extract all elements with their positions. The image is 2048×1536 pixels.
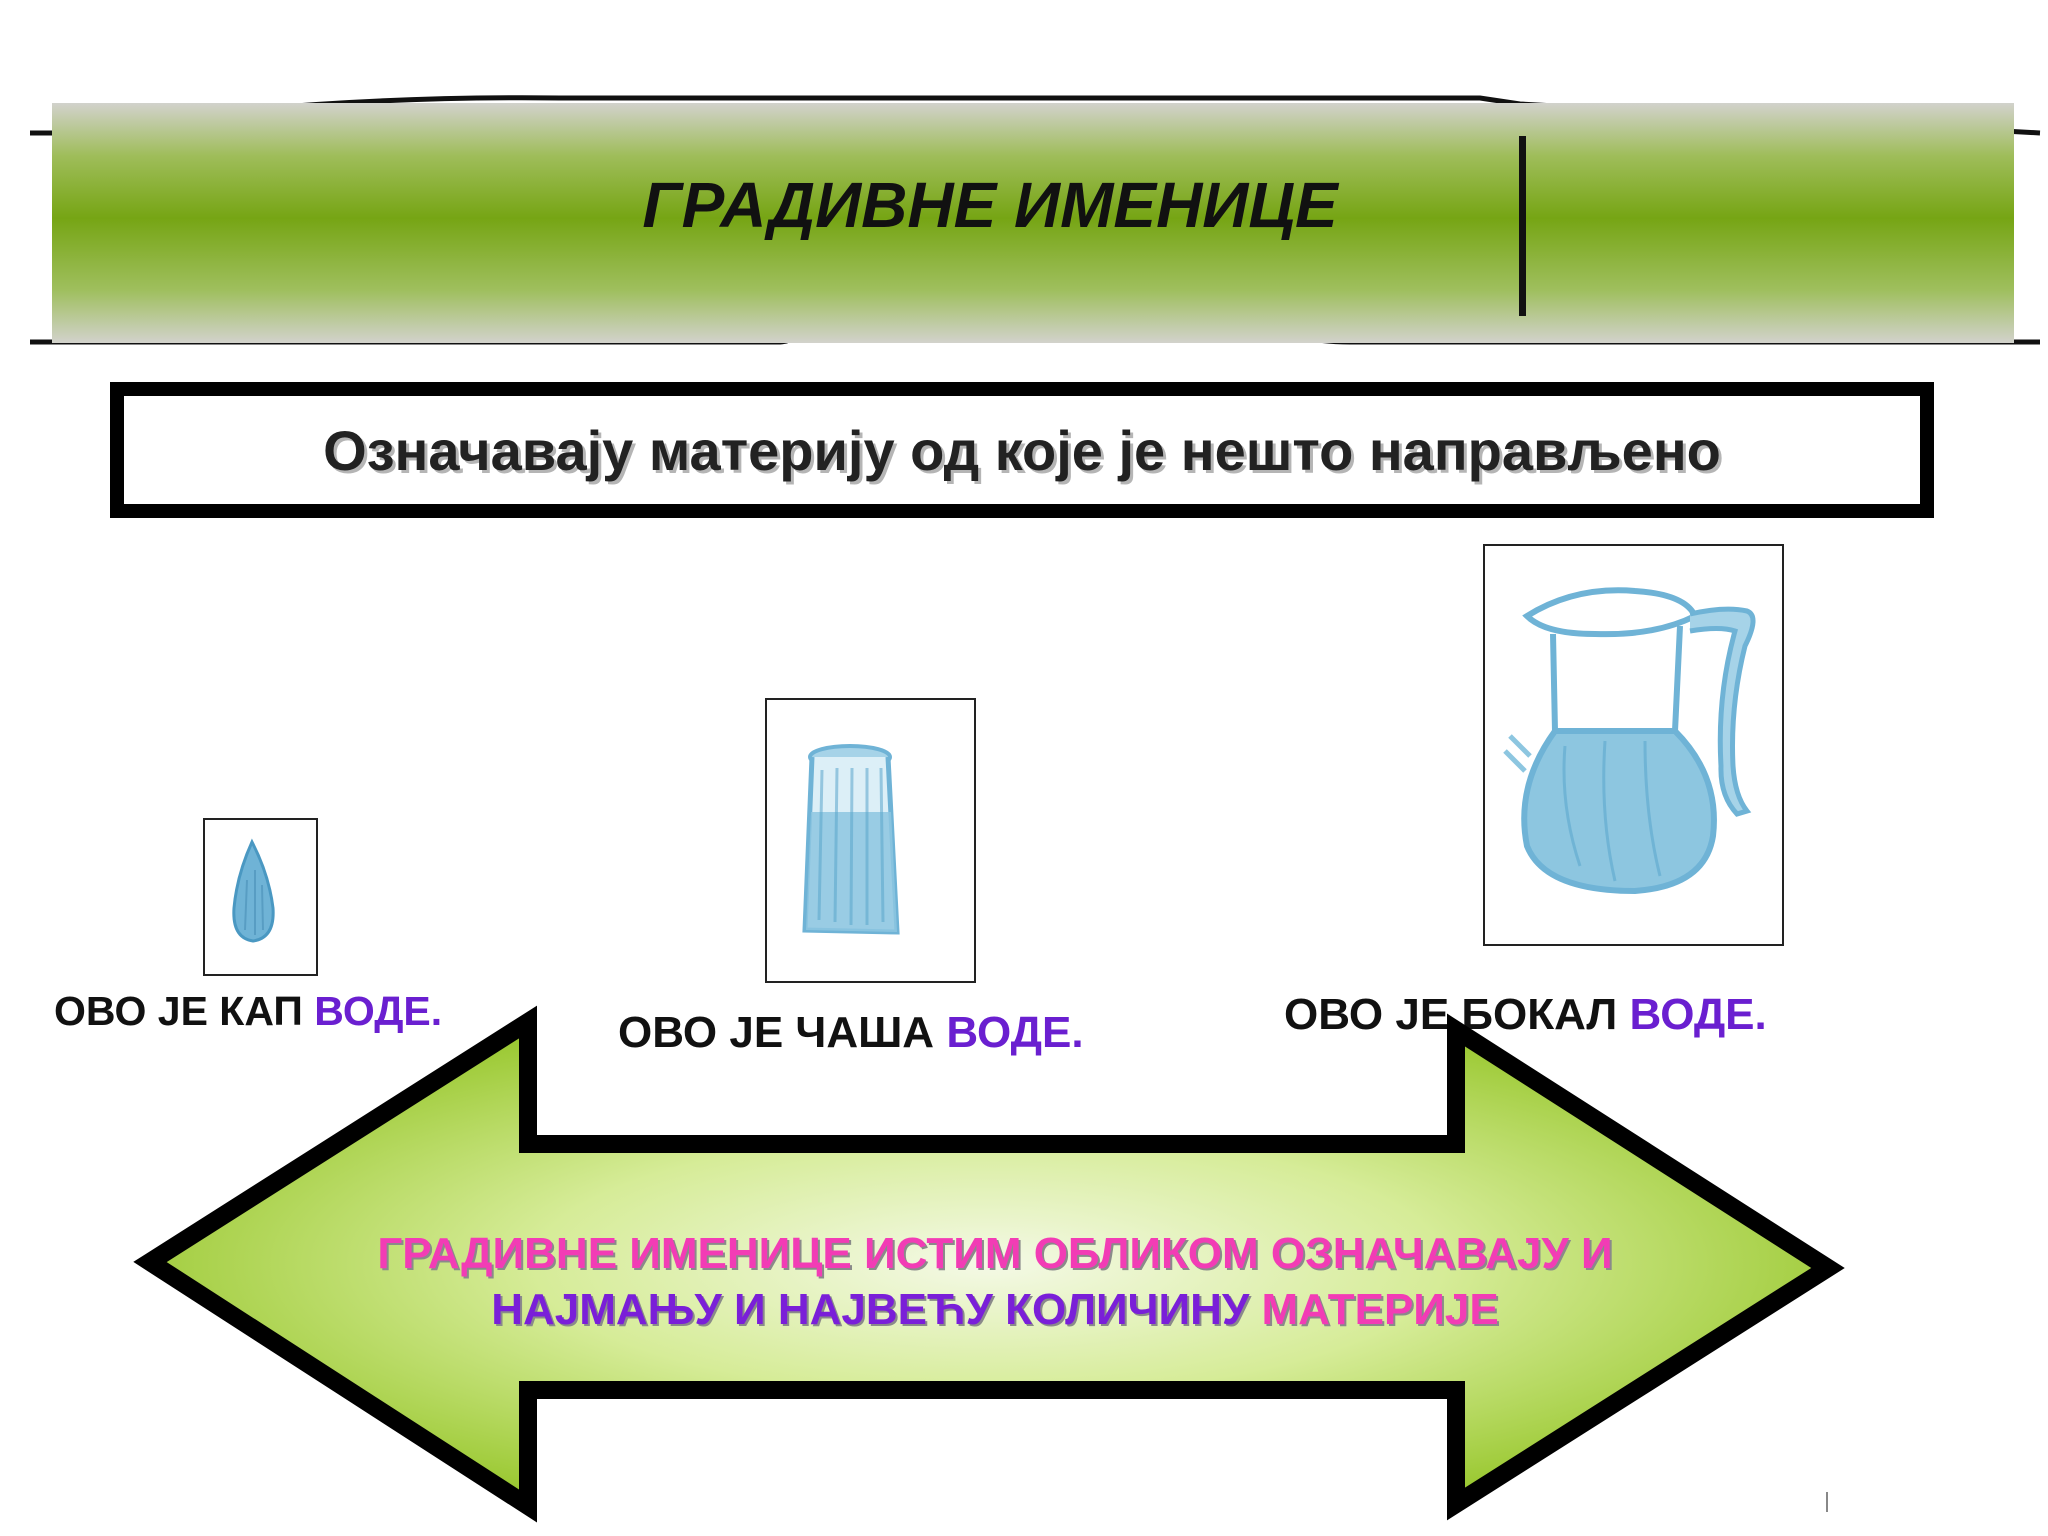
caption-drop-prefix: ОВО ЈЕ КАП xyxy=(54,988,315,1034)
caption-glass-highlight: ВОДЕ. xyxy=(946,1008,1084,1057)
page-title: ГРАДИВНЕ ИМЕНИЦЕ xyxy=(642,169,1338,241)
arrow-text: ГРАДИВНЕ ИМЕНИЦЕ ИСТИМ ОБЛИКОМ ОЗНАЧАВАЈ… xyxy=(260,1226,1730,1338)
caption-jug-highlight: ВОДЕ. xyxy=(1629,990,1767,1039)
jug-image xyxy=(1483,544,1784,946)
title-banner xyxy=(52,103,2014,343)
glass-of-water-icon xyxy=(802,744,900,935)
arrow-text-line1: ГРАДИВНЕ ИМЕНИЦЕ ИСТИМ ОБЛИКОМ ОЗНАЧАВАЈ… xyxy=(377,1229,1613,1278)
banner-divider xyxy=(1519,136,1526,316)
jug-of-water-icon xyxy=(1503,587,1756,895)
arrow-text-line2-a: НАЈМАЊУ И НАЈВЕЋУ КОЛИЧИНУ xyxy=(491,1285,1262,1334)
subtitle-box: Означавају материју од које је нешто нап… xyxy=(110,382,1934,518)
water-drop-icon xyxy=(232,838,275,943)
arrow-text-line2-b: МАТЕРИЈЕ xyxy=(1261,1285,1499,1334)
corner-mark xyxy=(1826,1492,1828,1512)
drop-image xyxy=(203,818,318,976)
caption-glass: ОВО ЈЕ ЧАША ВОДЕ. xyxy=(618,1008,1084,1058)
double-arrow-shape xyxy=(133,1005,1845,1523)
caption-drop: ОВО ЈЕ КАП ВОДЕ. xyxy=(54,988,442,1035)
subtitle: Означавају материју од које је нешто нап… xyxy=(323,418,1721,482)
caption-jug: ОВО ЈЕ БОКАЛ ВОДЕ. xyxy=(1284,990,1767,1040)
caption-glass-prefix: ОВО ЈЕ ЧАША xyxy=(618,1008,947,1057)
caption-drop-highlight: ВОДЕ. xyxy=(314,988,443,1034)
glass-image xyxy=(765,698,976,983)
